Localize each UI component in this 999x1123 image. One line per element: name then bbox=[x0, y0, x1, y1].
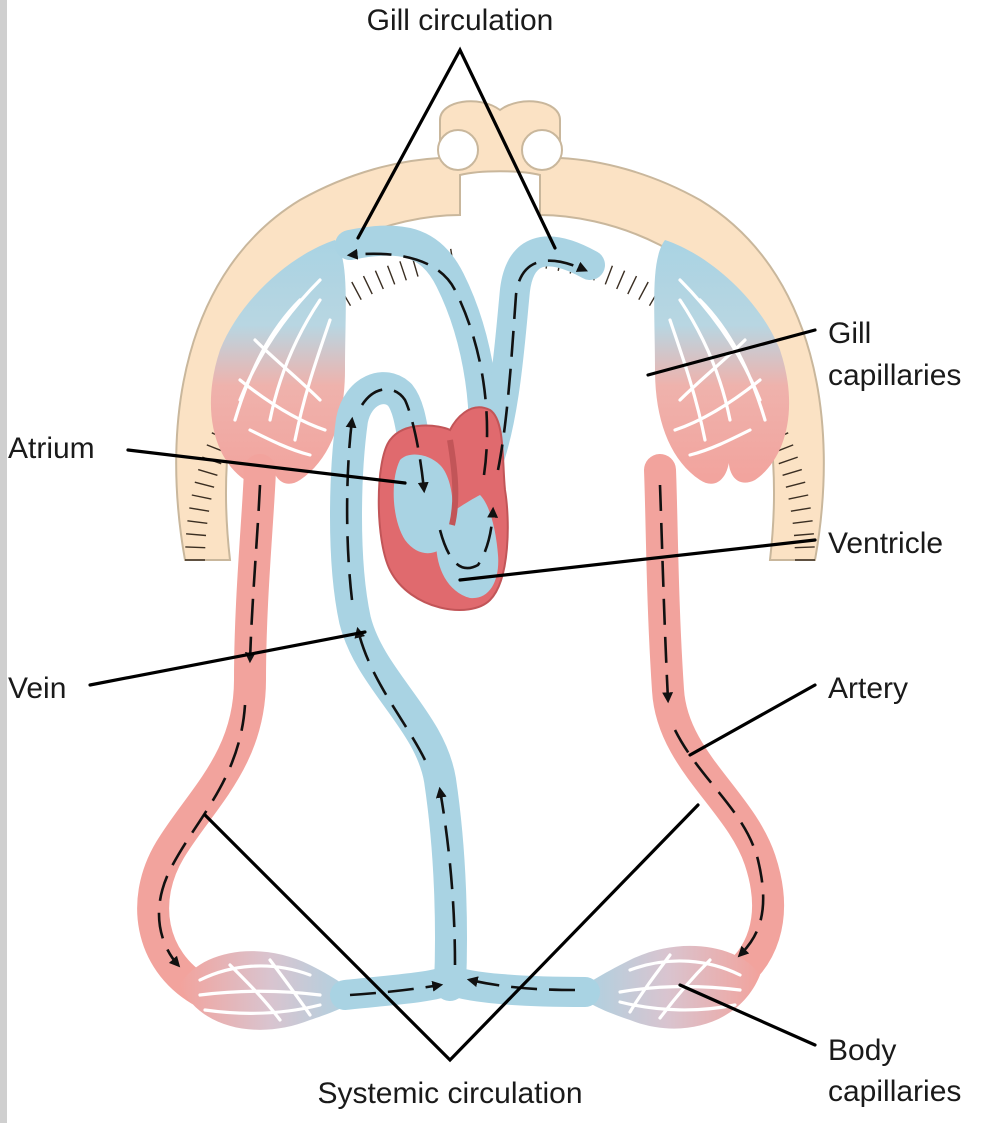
arrow-icon bbox=[157, 704, 247, 968]
systemic-circulation-label: Systemic circulation bbox=[317, 1077, 582, 1110]
gill-circulation-leader bbox=[356, 46, 557, 250]
arrow-icon bbox=[435, 786, 457, 966]
leader-lines bbox=[88, 46, 817, 1063]
flow-arrows bbox=[157, 248, 765, 997]
arrow-icon bbox=[658, 484, 674, 704]
body-capillaries bbox=[575, 945, 760, 1029]
body-capillaries-label-line1: Body bbox=[828, 1034, 896, 1067]
atrium-leader bbox=[126, 448, 407, 485]
gill-circulation-label: Gill circulation bbox=[367, 4, 554, 37]
gill-capillaries-label-line1: Gill bbox=[828, 317, 871, 350]
atrium-label: Atrium bbox=[8, 432, 95, 465]
arrow-icon bbox=[438, 506, 499, 570]
heart bbox=[377, 406, 509, 611]
arrow-icon bbox=[466, 976, 576, 992]
arrow-icon bbox=[673, 729, 765, 958]
arrow-icon bbox=[349, 980, 444, 997]
gill-capillaries-leader bbox=[646, 328, 817, 377]
body-capillaries-label-line2: capillaries bbox=[828, 1075, 961, 1108]
artery-leader bbox=[688, 683, 817, 757]
left-body-capillaries bbox=[180, 951, 360, 1030]
right-gill-capillaries bbox=[654, 240, 790, 484]
artery-label: Artery bbox=[828, 672, 908, 705]
body-capillaries-leader bbox=[678, 983, 817, 1047]
ventricle-leader bbox=[458, 538, 817, 582]
gill-capillaries-label-line2: capillaries bbox=[828, 359, 961, 392]
arrow-icon bbox=[244, 484, 262, 664]
arrow-icon bbox=[360, 388, 429, 494]
arrow-icon bbox=[345, 416, 357, 601]
left-gill-capillaries bbox=[210, 240, 346, 484]
arrow-icon bbox=[354, 626, 427, 761]
vein-label: Vein bbox=[8, 672, 66, 705]
arrow-icon bbox=[496, 259, 588, 471]
arrow-icon bbox=[346, 248, 489, 476]
vein-leader bbox=[88, 630, 367, 687]
ventricle-label: Ventricle bbox=[828, 527, 943, 560]
frame-left-bar bbox=[0, 0, 7, 1123]
systemic-circulation-leader bbox=[203, 803, 700, 1063]
